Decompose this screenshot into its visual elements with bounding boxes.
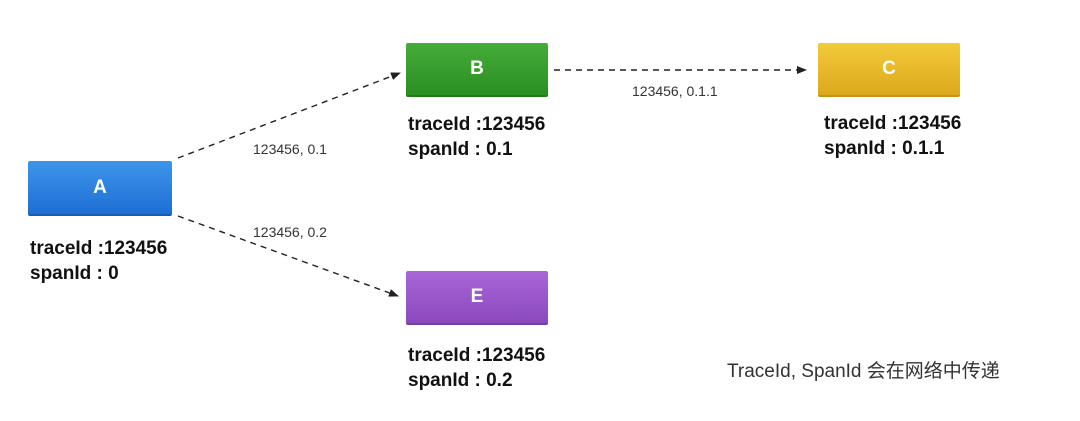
edge-a-e-label: 123456, 0.2 [253,224,327,240]
node-b-trace-id: traceId :123456 [408,114,546,135]
node-e-info: traceId :123456 spanId : 0.2 [408,343,545,393]
node-e-span-id: spanId : 0.2 [408,370,513,391]
node-e-trace-id: traceId :123456 [408,345,546,366]
node-c-info: traceId :123456 spanId : 0.1.1 [824,111,961,161]
node-b: B [406,43,548,97]
edge-a-b-label: 123456, 0.1 [253,141,327,157]
edge-a-b [177,72,401,159]
node-a-span-id: spanId : 0 [30,263,119,284]
node-a: A [28,161,172,216]
node-b-span-id: spanId : 0.1 [408,139,513,160]
node-c: C [818,43,960,97]
node-a-trace-id: traceId :123456 [30,238,168,259]
edge-b-c-label: 123456, 0.1.1 [632,83,718,99]
node-b-info: traceId :123456 spanId : 0.1 [408,112,545,162]
node-e: E [406,271,548,325]
diagram-caption: TraceId, SpanId 会在网络中传递 [727,361,1000,382]
node-c-trace-id: traceId :123456 [824,113,962,134]
node-c-span-id: spanId : 0.1.1 [824,138,945,159]
node-a-info: traceId :123456 spanId : 0 [30,236,167,286]
